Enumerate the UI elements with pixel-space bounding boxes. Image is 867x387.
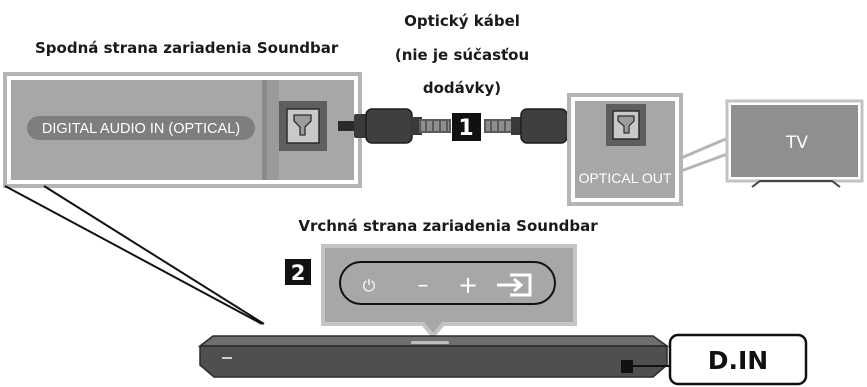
control-panel: ⏻ – + [321,244,577,340]
step-1-badge [452,113,481,141]
volume-down-icon[interactable]: – [418,273,429,298]
tv-zoom-line-bottom [680,151,731,173]
control-button-bar [339,261,556,305]
source-icon[interactable] [497,273,532,297]
cable-label-line2: (nie je súčasťou [395,46,529,64]
bottom-side-label: Spodná strana zariadenia Soundbar [35,39,339,57]
tv-icon: TV [725,99,864,188]
zoom-line-left [4,185,263,325]
step-2-number: 2 [291,261,306,285]
display-indicator [621,360,633,373]
tv-zoom-line-top [680,136,729,160]
digital-audio-in-label: DIGITAL AUDIO IN (OPTICAL) [42,121,240,137]
cable-label-line3: dodávky) [423,79,501,97]
volume-up-icon[interactable]: + [458,271,478,299]
digital-audio-in-badge [27,116,255,140]
cable-label-line1: Optický kábel [404,12,520,30]
power-icon[interactable]: ⏻ [363,276,376,295]
optical-out-label: OPTICAL OUT [579,170,672,186]
soundbar [197,335,670,378]
top-button-strip [411,341,449,344]
optical-port-icon [279,101,327,151]
display-callout: D.IN [668,333,808,386]
step-1-number: 1 [458,116,473,141]
optical-out-port-icon [606,104,646,146]
display-text: D.IN [708,346,768,375]
tv-port-panel: OPTICAL OUT [567,93,683,206]
step-2-badge [285,259,311,285]
top-side-label: Vrchná strana zariadenia Soundbar [298,217,598,235]
zoom-line-right [43,185,265,325]
tv-label: TV [785,133,808,153]
soundbar-port-panel: DIGITAL AUDIO IN (OPTICAL) [3,72,362,188]
